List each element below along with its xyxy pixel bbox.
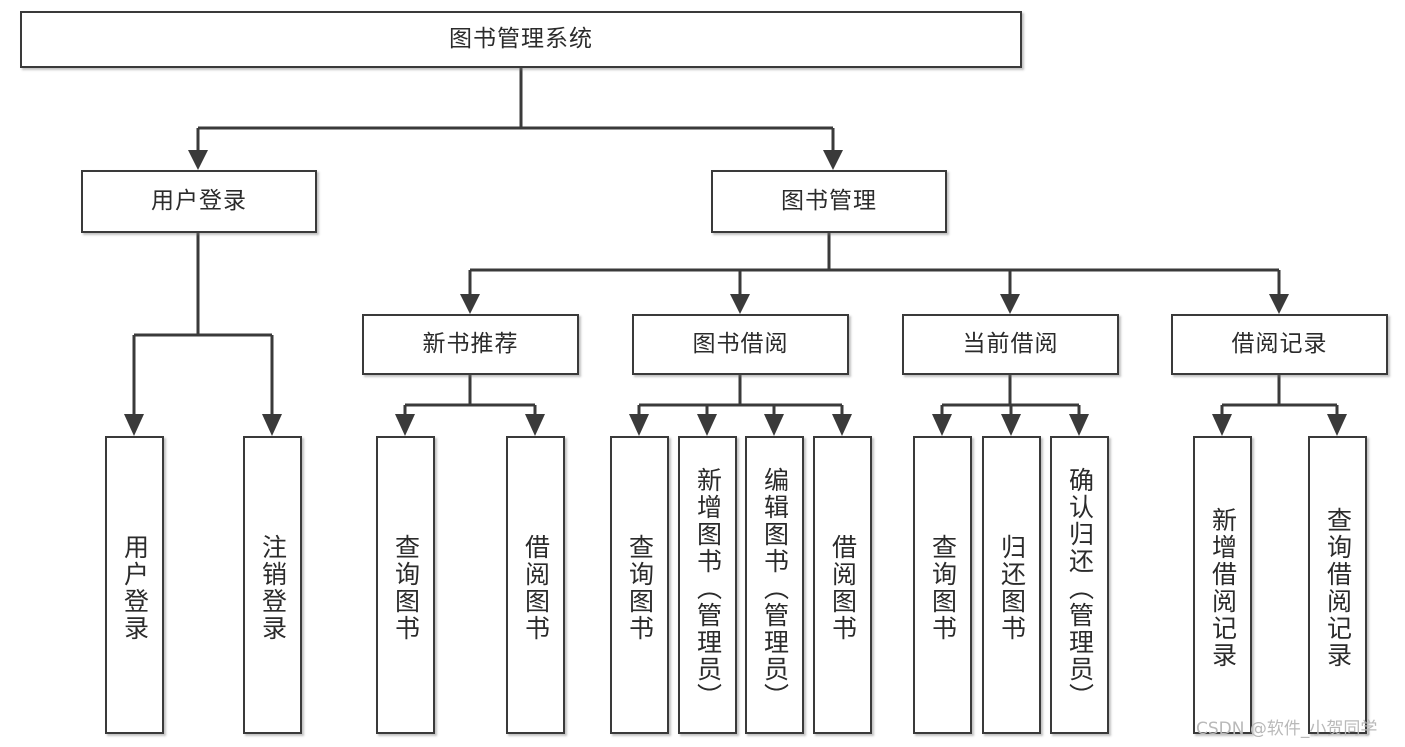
node-label: 新增借阅记录 [1208, 507, 1238, 669]
leaf-logout[interactable]: 注销登录 [243, 436, 302, 734]
node-label: 借阅记录 [1231, 331, 1328, 357]
node-label: 注销登录 [258, 534, 288, 642]
leaf-query-book-current[interactable]: 查询图书 [913, 436, 972, 734]
leaf-add-book-admin[interactable]: 新增图书（管理员） [678, 436, 737, 734]
node-book-borrow[interactable]: 图书借阅 [632, 314, 849, 375]
leaf-edit-book-admin[interactable]: 编辑图书（管理员） [745, 436, 804, 734]
node-label: 查询图书 [928, 534, 958, 642]
node-label: 用户登录 [151, 188, 247, 214]
leaf-confirm-return-admin[interactable]: 确认归还（管理员） [1050, 436, 1109, 734]
node-book-management[interactable]: 图书管理 [711, 170, 947, 233]
node-label: 当前借阅 [962, 331, 1059, 357]
leaf-user-login[interactable]: 用户登录 [105, 436, 164, 734]
leaf-query-book-borrow[interactable]: 查询图书 [610, 436, 669, 734]
node-user-login[interactable]: 用户登录 [81, 170, 317, 233]
node-label: 新增图书（管理员） [693, 466, 723, 710]
leaf-query-borrow-record[interactable]: 查询借阅记录 [1308, 436, 1367, 734]
csdn-watermark: CSDN @软件_小贺同学 [1196, 719, 1378, 739]
node-label: 图书管理 [781, 188, 877, 214]
node-current-borrow[interactable]: 当前借阅 [902, 314, 1119, 375]
node-label: 查询借阅记录 [1323, 507, 1353, 669]
leaf-add-borrow-record[interactable]: 新增借阅记录 [1193, 436, 1252, 734]
node-label: 借阅图书 [828, 534, 858, 642]
node-new-book-recommendation[interactable]: 新书推荐 [362, 314, 579, 375]
node-label: 新书推荐 [422, 331, 519, 357]
node-label: 确认归还（管理员） [1065, 466, 1095, 710]
leaf-borrow-book[interactable]: 借阅图书 [813, 436, 872, 734]
node-label: 图书借阅 [692, 331, 789, 357]
leaf-return-book[interactable]: 归还图书 [982, 436, 1041, 734]
leaf-borrow-book-recommend[interactable]: 借阅图书 [506, 436, 565, 734]
leaf-query-book-recommend[interactable]: 查询图书 [376, 436, 435, 734]
node-label: 查询图书 [391, 534, 421, 642]
node-label: 用户登录 [120, 534, 150, 642]
node-root-book-management-system[interactable]: 图书管理系统 [20, 11, 1022, 68]
node-label: 图书管理系统 [449, 26, 593, 52]
node-label: 编辑图书（管理员） [760, 466, 790, 710]
node-label: 查询图书 [625, 534, 655, 642]
node-label: 借阅图书 [521, 534, 551, 642]
node-label: 归还图书 [997, 534, 1027, 642]
node-borrow-record[interactable]: 借阅记录 [1171, 314, 1388, 375]
